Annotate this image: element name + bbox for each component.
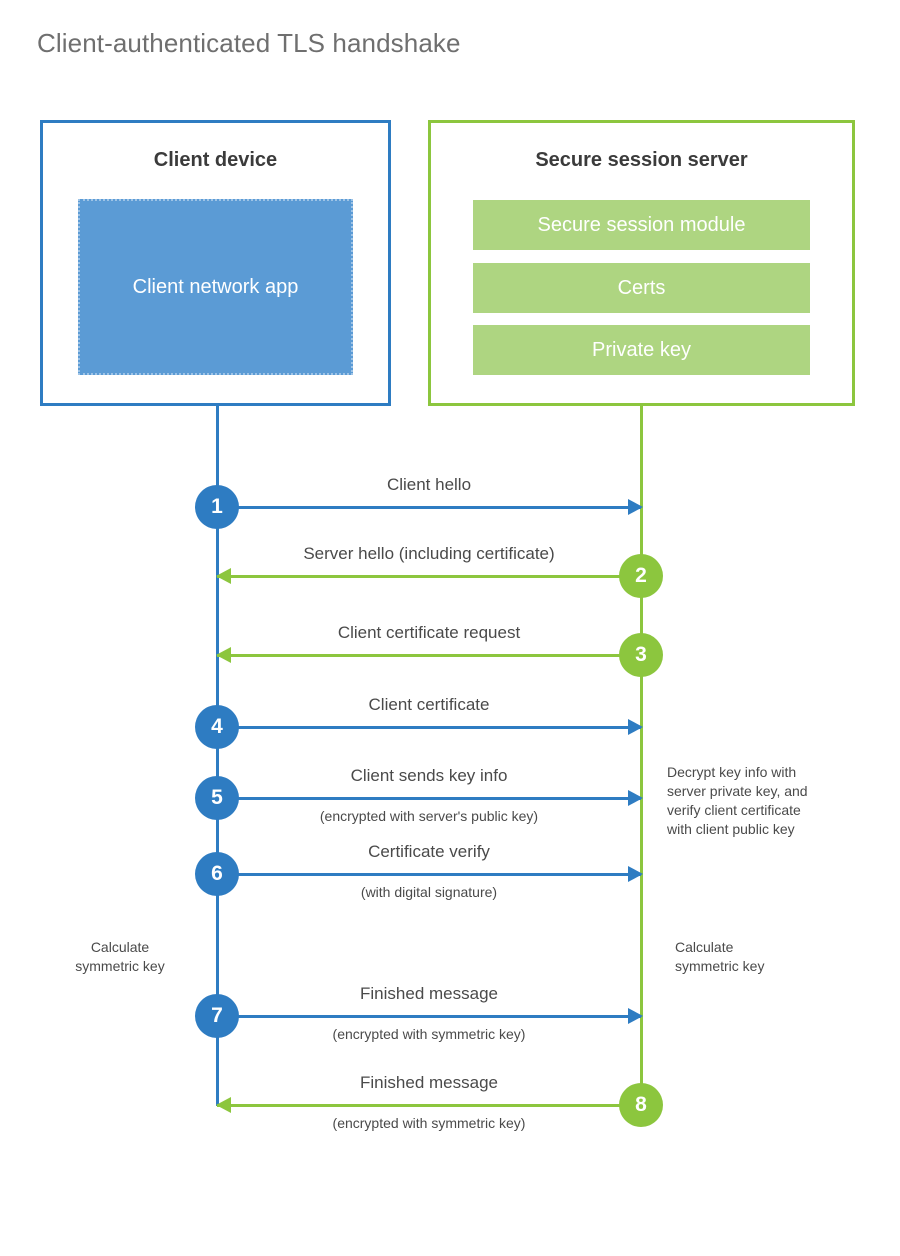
step-number-badge: 8 [619, 1083, 663, 1127]
secure-session-server-title: Secure session server [535, 149, 748, 171]
server-component-certs: Certs [473, 263, 810, 313]
message-sublabel: (encrypted with symmetric key) [332, 1026, 526, 1042]
message-label: Finished message [360, 984, 498, 1003]
message-arrow-line [217, 575, 641, 578]
message-arrow-line [217, 654, 641, 657]
arrow-head-icon [628, 499, 643, 515]
message-arrow-line [217, 873, 641, 876]
server-component-private-key: Private key [473, 325, 810, 375]
message-label: Certificate verify [368, 842, 490, 861]
client-device-box: Client device Client network app [40, 120, 391, 406]
step-number-badge: 1 [195, 485, 239, 529]
message-arrow-line [217, 506, 641, 509]
page-title: Client-authenticated TLS handshake [37, 28, 461, 58]
arrow-head-icon [628, 1008, 643, 1024]
message-label: Server hello (including certificate) [303, 544, 555, 563]
server-component-secure-session-module: Secure session module [473, 200, 810, 250]
message-label: Finished message [360, 1073, 498, 1092]
step-number-badge: 3 [619, 633, 663, 677]
note-client-calculate-symmetric-key: Calculate symmetric key [75, 939, 165, 974]
client-network-app-block: Client network app [78, 199, 353, 375]
step-number-badge: 2 [619, 554, 663, 598]
message-arrow-line [217, 726, 641, 729]
step-number-badge: 4 [195, 705, 239, 749]
client-lifeline [216, 406, 219, 1106]
message-label: Client certificate request [337, 623, 521, 642]
arrow-head-icon [628, 719, 643, 735]
client-device-title: Client device [153, 149, 278, 171]
step-number-badge: 5 [195, 776, 239, 820]
message-sublabel: (encrypted with symmetric key) [332, 1115, 526, 1131]
message-arrow-line [217, 1015, 641, 1018]
message-arrow-line [217, 1104, 641, 1107]
arrow-head-icon [628, 866, 643, 882]
message-arrow-line [217, 797, 641, 800]
note-server-decrypt: Decrypt key info with server private key… [667, 764, 808, 837]
message-label: Client hello [386, 475, 472, 494]
arrow-head-icon [628, 790, 643, 806]
server-lifeline [640, 406, 643, 1106]
message-label: Client sends key info [350, 766, 508, 785]
message-sublabel: (with digital signature) [360, 884, 498, 900]
step-number-badge: 6 [195, 852, 239, 896]
step-number-badge: 7 [195, 994, 239, 1038]
arrow-head-icon [216, 1097, 231, 1113]
message-sublabel: (encrypted with server's public key) [319, 808, 539, 824]
arrow-head-icon [216, 647, 231, 663]
message-label: Client certificate [368, 695, 490, 714]
secure-session-server-box: Secure session server Secure session mod… [428, 120, 855, 406]
note-server-calculate-symmetric-key: Calculate symmetric key [675, 939, 765, 974]
arrow-head-icon [216, 568, 231, 584]
